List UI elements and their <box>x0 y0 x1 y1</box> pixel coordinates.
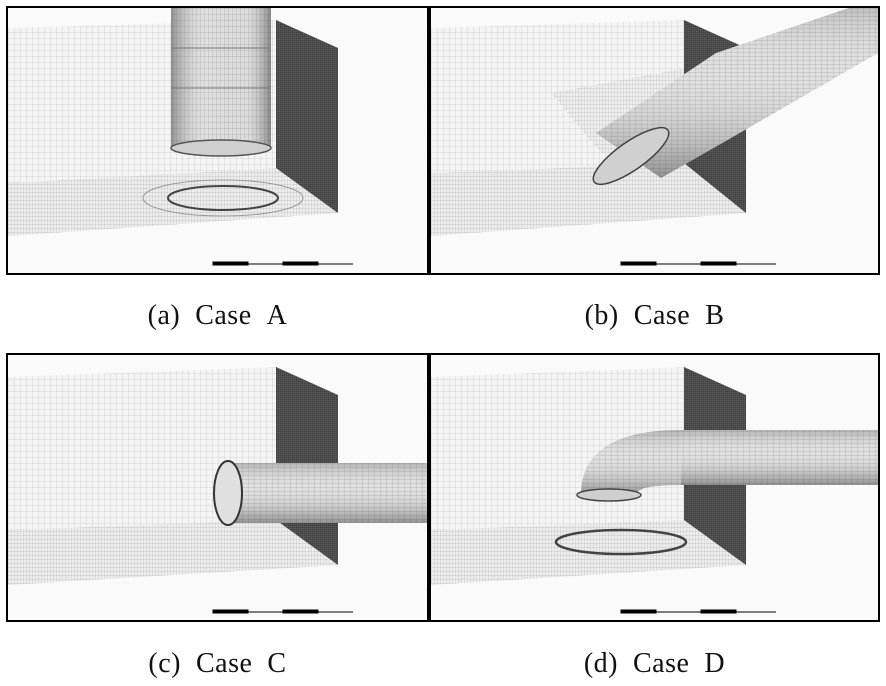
panel-a-mesh-image <box>6 6 429 275</box>
caption-d: (d) Case D <box>583 648 726 679</box>
panel-c-mesh-image <box>6 353 429 622</box>
caption-a: (a) Case A <box>147 300 288 331</box>
panel-b-mesh-image <box>429 6 880 275</box>
caption-b: (b) Case B <box>584 300 725 331</box>
caption-c: (c) Case C <box>148 648 287 679</box>
panel-d-mesh-image <box>429 353 880 622</box>
